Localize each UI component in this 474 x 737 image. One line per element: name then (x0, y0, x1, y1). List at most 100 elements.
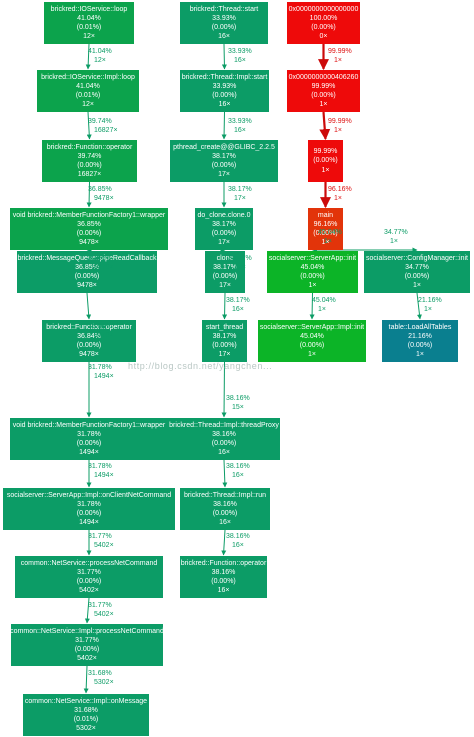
edge-pct: 96.16% (328, 186, 352, 193)
graph-edge (221, 111, 227, 140)
node-pct: 31.78% (77, 430, 101, 438)
edge-label: 38.17% 16× (226, 296, 250, 314)
node-label: brickred::Thread::Impl::run (183, 491, 267, 499)
node-self: (0.00%) (212, 273, 238, 280)
node-label: brickred::Thread::start (189, 5, 259, 13)
edge-pct: 99.99% (328, 118, 352, 125)
node-pct: 41.04% (77, 14, 101, 22)
node-label: socialserver::ServerApp::Impl::init (259, 323, 365, 331)
node-self: (0.00%) (211, 24, 237, 31)
node-pct: 96.16% (313, 220, 338, 228)
edge-label: 31.78%1494× (88, 363, 114, 381)
edge-label: 31.78% 1494× (88, 462, 114, 480)
node-self: (0.00%) (404, 273, 430, 280)
edge-pct: 31.78% (88, 364, 112, 371)
node-count: 1× (321, 166, 330, 174)
node-label: brickred::IOService::loop (50, 5, 128, 13)
edge-count: 16827× (94, 127, 118, 134)
node-count: 1× (413, 282, 421, 290)
node-pct: 38.16% (213, 500, 237, 508)
node-self: (0.01%) (75, 92, 101, 99)
edge-pct: 33.93% (228, 48, 252, 55)
node-label: socialserver::ConfigManager::init (366, 254, 468, 262)
node-self: (0.00%) (212, 92, 237, 99)
node-label: brickred::Function::operator (46, 323, 132, 331)
edge-pct: 38.16% (226, 463, 250, 470)
edge-pct: 31.68% (88, 670, 112, 677)
node-self: (0.00%) (211, 162, 237, 169)
edge-label: 36.85%9478× (88, 185, 114, 203)
edge-label: 41.04%12× (88, 47, 112, 65)
node-self: (0.00%) (76, 440, 102, 447)
node-count: 12× (83, 33, 95, 41)
node-label: brickred::Function::operator (180, 559, 267, 567)
edge-pct: 38.16% (226, 395, 250, 402)
node-label: socialserver::ServerApp::init (268, 254, 357, 262)
node-pct: 45.04% (300, 332, 324, 340)
node-self: (0.00%) (300, 273, 325, 280)
node-self: (0.00%) (313, 230, 338, 237)
graph-edge (319, 111, 331, 141)
node-pct: 31.68% (74, 706, 98, 714)
node-count: 17× (218, 171, 230, 179)
graph-node: common::NetService::Impl::processNetComm… (11, 624, 163, 666)
graph-node: void brickred::MemberFunctionFactory1::w… (10, 208, 168, 250)
edge-count: 16× (232, 306, 244, 313)
node-self: (0.01%) (76, 24, 102, 31)
node-count: 16× (218, 449, 230, 457)
node-pct: 41.04% (76, 82, 100, 90)
edge-count: 16× (234, 57, 246, 64)
node-label: do_clone.clone.0 (197, 211, 251, 219)
node-count: 16× (219, 519, 231, 527)
node-pct: 38.17% (212, 220, 236, 228)
edge-pct: 38.17% (226, 297, 250, 304)
node-pct: 39.74% (77, 152, 102, 160)
node-pct: 31.77% (77, 568, 101, 576)
node-pct: 38.17% (212, 332, 237, 340)
edge-label: 33.93%16× (228, 117, 252, 135)
graph-node: void brickred::MemberFunctionFactory1::w… (10, 418, 168, 460)
node-pct: 38.16% (212, 430, 236, 438)
node-count: 5302× (76, 725, 96, 733)
edge-count: 1494× (94, 472, 114, 479)
node-count: 16× (218, 33, 230, 41)
node-pct: 36.85% (75, 263, 99, 271)
node-count: 12× (82, 101, 94, 109)
node-pct: 45.04% (300, 263, 325, 271)
node-count: 1494× (79, 519, 99, 527)
node-label: common::NetService::processNetCommand (20, 559, 158, 567)
edge-label: 31.77%5402× (88, 532, 114, 550)
edge-count: 5302× (94, 679, 114, 686)
edge-label: 36.85%9478× (88, 254, 114, 272)
node-pct: 99.99% (313, 148, 338, 156)
edge-label: 99.99% 1× (328, 117, 352, 135)
node-self: (0.00%) (76, 342, 102, 349)
graph-edge (83, 665, 89, 694)
edge-count: 16× (232, 472, 244, 479)
graph-edge (222, 459, 228, 488)
edge-count: 9478× (94, 195, 114, 202)
edge-count: 9478× (94, 264, 114, 271)
graph-edge (309, 292, 315, 320)
node-label: pthread_create@@GLIBC_2.2.5 (173, 143, 275, 151)
edge-count: 1× (334, 127, 342, 134)
edge-count: 16× (232, 542, 244, 549)
edge-pct: 31.77% (88, 533, 112, 540)
edge-count: 17× (234, 195, 246, 202)
edge-pct: 45.04% (312, 297, 336, 304)
edge-pct: 38.17% (228, 255, 252, 262)
graph-edge (416, 292, 422, 320)
node-count: 16× (218, 101, 231, 109)
node-count: 0× (319, 33, 328, 41)
node-self: (0.00%) (311, 24, 336, 31)
edge-pct: 31.78% (88, 463, 112, 470)
node-pct: 31.78% (77, 500, 101, 508)
